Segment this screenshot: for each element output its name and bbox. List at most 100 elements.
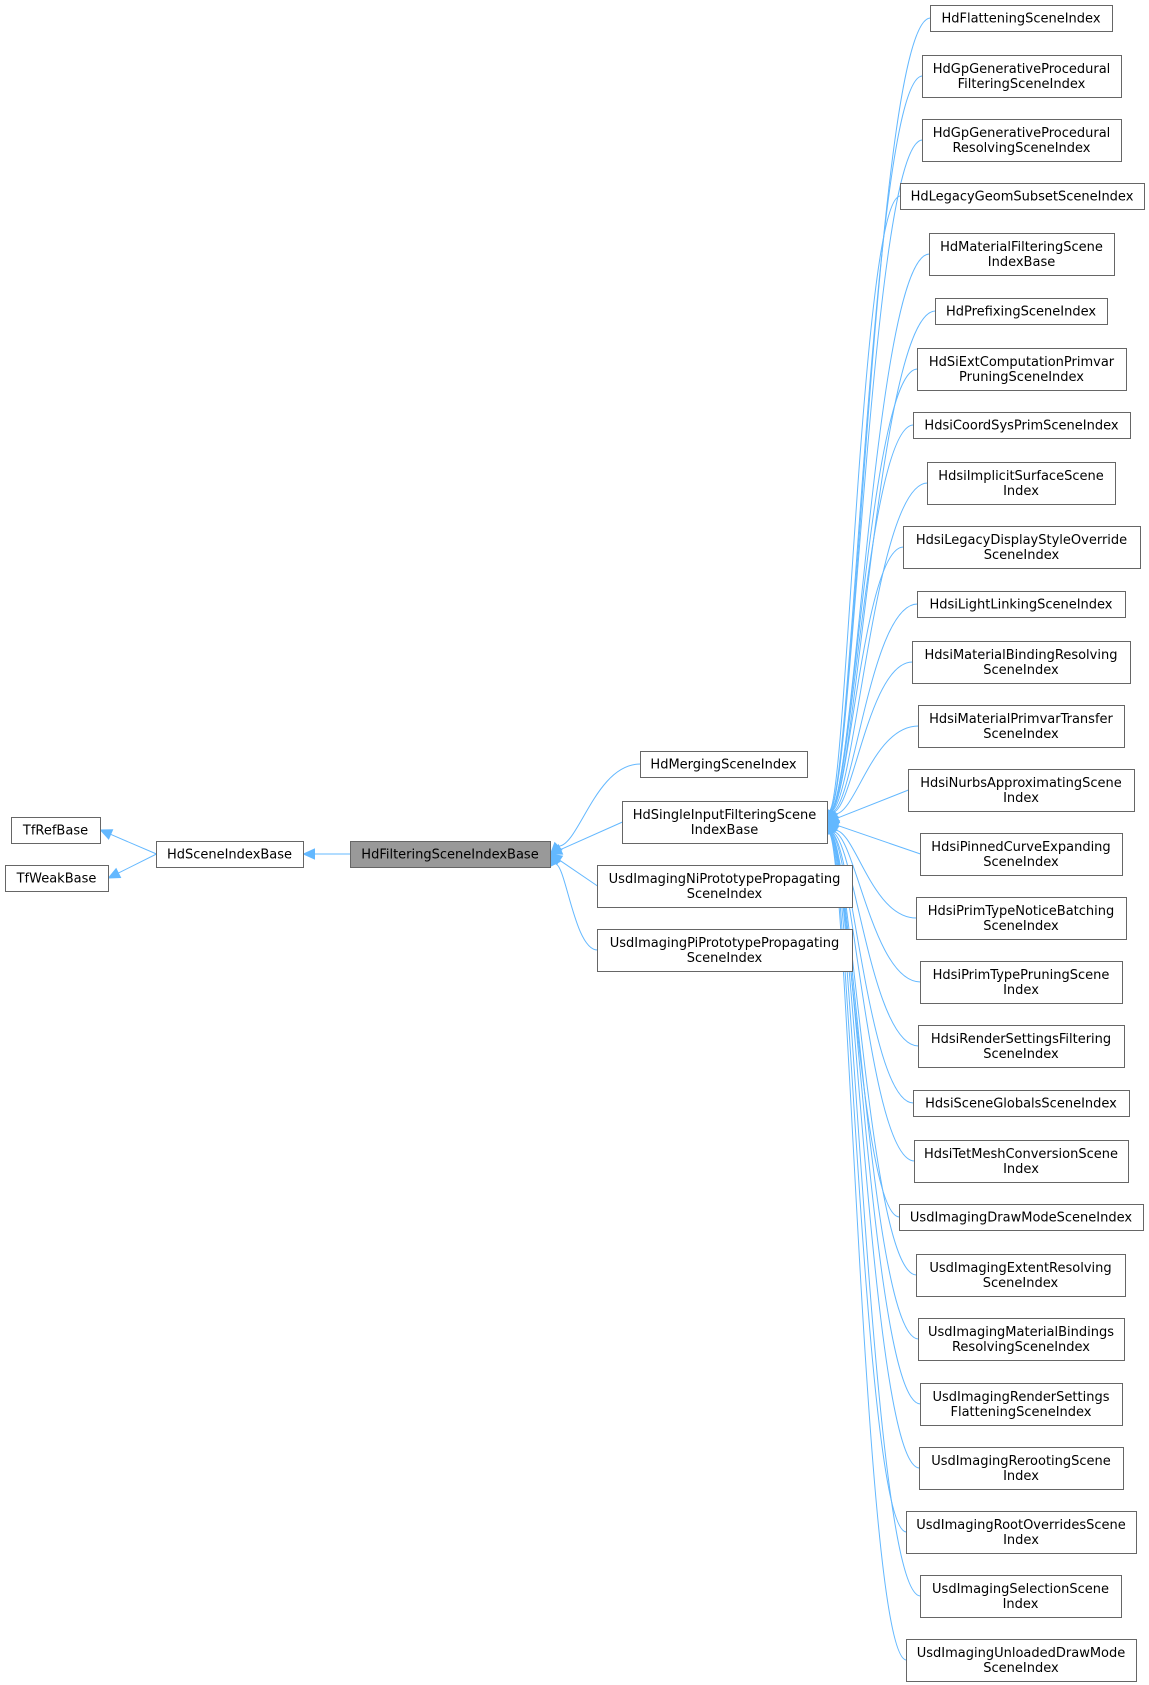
class-node-box (906, 1639, 1137, 1682)
class-node-label: Index (1003, 1597, 1039, 1612)
class-node-label: FilteringSceneIndex (958, 77, 1086, 92)
class-node-label: HdsiCoordSysPrimSceneIndex (924, 419, 1118, 434)
inheritance-arrowhead (99, 829, 114, 840)
class-node-label: HdsiPrimTypePruningScene (933, 968, 1110, 983)
class-node-label: IndexBase (988, 255, 1055, 270)
class-node-label: HdGpGenerativeProcedural (933, 62, 1111, 77)
inheritance-edge-line (118, 853, 157, 874)
class-node-hdsisceneglobalssceneindex[interactable]: HdsiSceneGlobalsSceneIndex (913, 1090, 1130, 1117)
inheritance-edge-line (829, 424, 914, 812)
class-node-box (5, 865, 109, 892)
inheritance-edge-line (555, 863, 598, 951)
class-node-hdprefixingsceneindex[interactable]: HdPrefixingSceneIndex (935, 298, 1108, 325)
inheritance-edge-line (828, 832, 920, 1469)
edges-layer (99, 17, 936, 1661)
class-node-box (913, 1090, 1130, 1117)
inheritance-edge-line (837, 789, 909, 819)
class-node-label: UsdImagingUnloadedDrawMode (917, 1646, 1126, 1661)
inheritance-edge-line (828, 75, 923, 812)
class-node-label: UsdImagingNiPrototypePropagating (609, 872, 841, 887)
class-node-box (350, 841, 551, 868)
class-node-box (640, 751, 808, 778)
class-node-label: HdsiLegacyDisplayStyleOverride (916, 533, 1127, 548)
inheritance-edge-line (560, 821, 623, 850)
class-node-label: SceneIndex (983, 855, 1059, 870)
inheritance-edge-line (830, 482, 928, 812)
inheritance-edge-line (831, 603, 918, 813)
class-node-label: Index (1003, 1469, 1039, 1484)
class-node-usdimagingniprototypepropagatingsceneindex[interactable]: UsdImagingNiPrototypePropagatingSceneInd… (597, 865, 853, 908)
class-node-box (920, 1383, 1123, 1426)
class-node-box (900, 183, 1145, 210)
class-node-hdgpgenerativeproceduralfilteringsceneindex[interactable]: HdGpGenerativeProceduralFilteringSceneIn… (922, 55, 1122, 98)
class-node-label: UsdImagingPiPrototypePropagating (610, 936, 840, 951)
class-node-hdlegacygeomsubsetsceneindex[interactable]: HdLegacyGeomSubsetSceneIndex (900, 183, 1145, 210)
class-node-hdmergingsceneindex[interactable]: HdMergingSceneIndex (640, 751, 808, 778)
class-node-label: SceneIndex (983, 1661, 1059, 1676)
class-node-hdsilightlinkingsceneindex[interactable]: HdsiLightLinkingSceneIndex (917, 591, 1126, 618)
class-node-box (918, 1025, 1125, 1068)
inheritance-edge-line (559, 859, 598, 887)
class-node-label: TfWeakBase (16, 872, 97, 887)
class-node-usdimagingmaterialbindingsresolvingsceneindex[interactable]: UsdImagingMaterialBindingsResolvingScene… (918, 1318, 1125, 1361)
class-node-hdsceneindexbase[interactable]: HdSceneIndexBase (156, 841, 304, 868)
class-node-box (920, 961, 1123, 1004)
class-node-box (922, 55, 1122, 98)
class-node-label: HdsiImplicitSurfaceScene (938, 469, 1103, 484)
class-node-box (914, 1140, 1129, 1183)
class-node-label: UsdImagingRenderSettings (933, 1390, 1110, 1405)
inheritance-arrowhead (302, 848, 315, 860)
class-node-usdimagingrendersettingsflatteningsceneindex[interactable]: UsdImagingRenderSettingsFlatteningSceneI… (920, 1383, 1123, 1426)
class-node-box (912, 641, 1131, 684)
class-node-hdflatteningsceneindex[interactable]: HdFlatteningSceneIndex (930, 5, 1113, 32)
class-node-box (913, 412, 1131, 439)
inheritance-edge-line (828, 832, 919, 1340)
class-node-box (919, 1447, 1124, 1490)
class-node-tfweakbase[interactable]: TfWeakBase (5, 865, 109, 892)
class-node-label: UsdImagingDrawModeSceneIndex (910, 1211, 1132, 1226)
class-node-label: Index (1003, 791, 1039, 806)
class-node-box (597, 865, 853, 908)
class-node-usdimagingpiprototypepropagatingsceneindex[interactable]: UsdImagingPiPrototypePropagatingSceneInd… (597, 929, 853, 972)
class-node-label: HdLegacyGeomSubsetSceneIndex (911, 190, 1134, 205)
inheritance-edge-line (834, 725, 919, 815)
class-node-label: SceneIndex (687, 887, 763, 902)
class-node-label: ResolvingSceneIndex (952, 1340, 1090, 1355)
class-node-label: ResolvingSceneIndex (952, 141, 1090, 156)
inheritance-edge-line (832, 831, 921, 983)
class-node-label: Index (1003, 983, 1039, 998)
inheritance-edge-line (558, 763, 641, 847)
class-node-tfrefbase[interactable]: TfRefBase (11, 817, 101, 844)
class-node-label: Index (1003, 1533, 1039, 1548)
class-node-hdsicoordsysprimsceneindex[interactable]: HdsiCoordSysPrimSceneIndex (913, 412, 1131, 439)
inheritance-edge-line (828, 139, 923, 812)
class-node-box (920, 1575, 1122, 1618)
inheritance-edge (823, 820, 907, 1533)
class-node-hdsiextcomputationprimvarpruningsceneindex[interactable]: HdSiExtComputationPrimvarPruningSceneInd… (917, 348, 1127, 391)
class-node-box (917, 348, 1127, 391)
class-node-label: PruningSceneIndex (959, 370, 1084, 385)
class-node-usdimagingdrawmodesceneindex[interactable]: UsdImagingDrawModeSceneIndex (899, 1204, 1144, 1231)
class-node-box (156, 841, 304, 868)
class-node-label: SceneIndex (687, 951, 763, 966)
class-node-hdgpgenerativeproceduralresolvingsceneindex[interactable]: HdGpGenerativeProceduralResolvingSceneIn… (922, 119, 1122, 162)
